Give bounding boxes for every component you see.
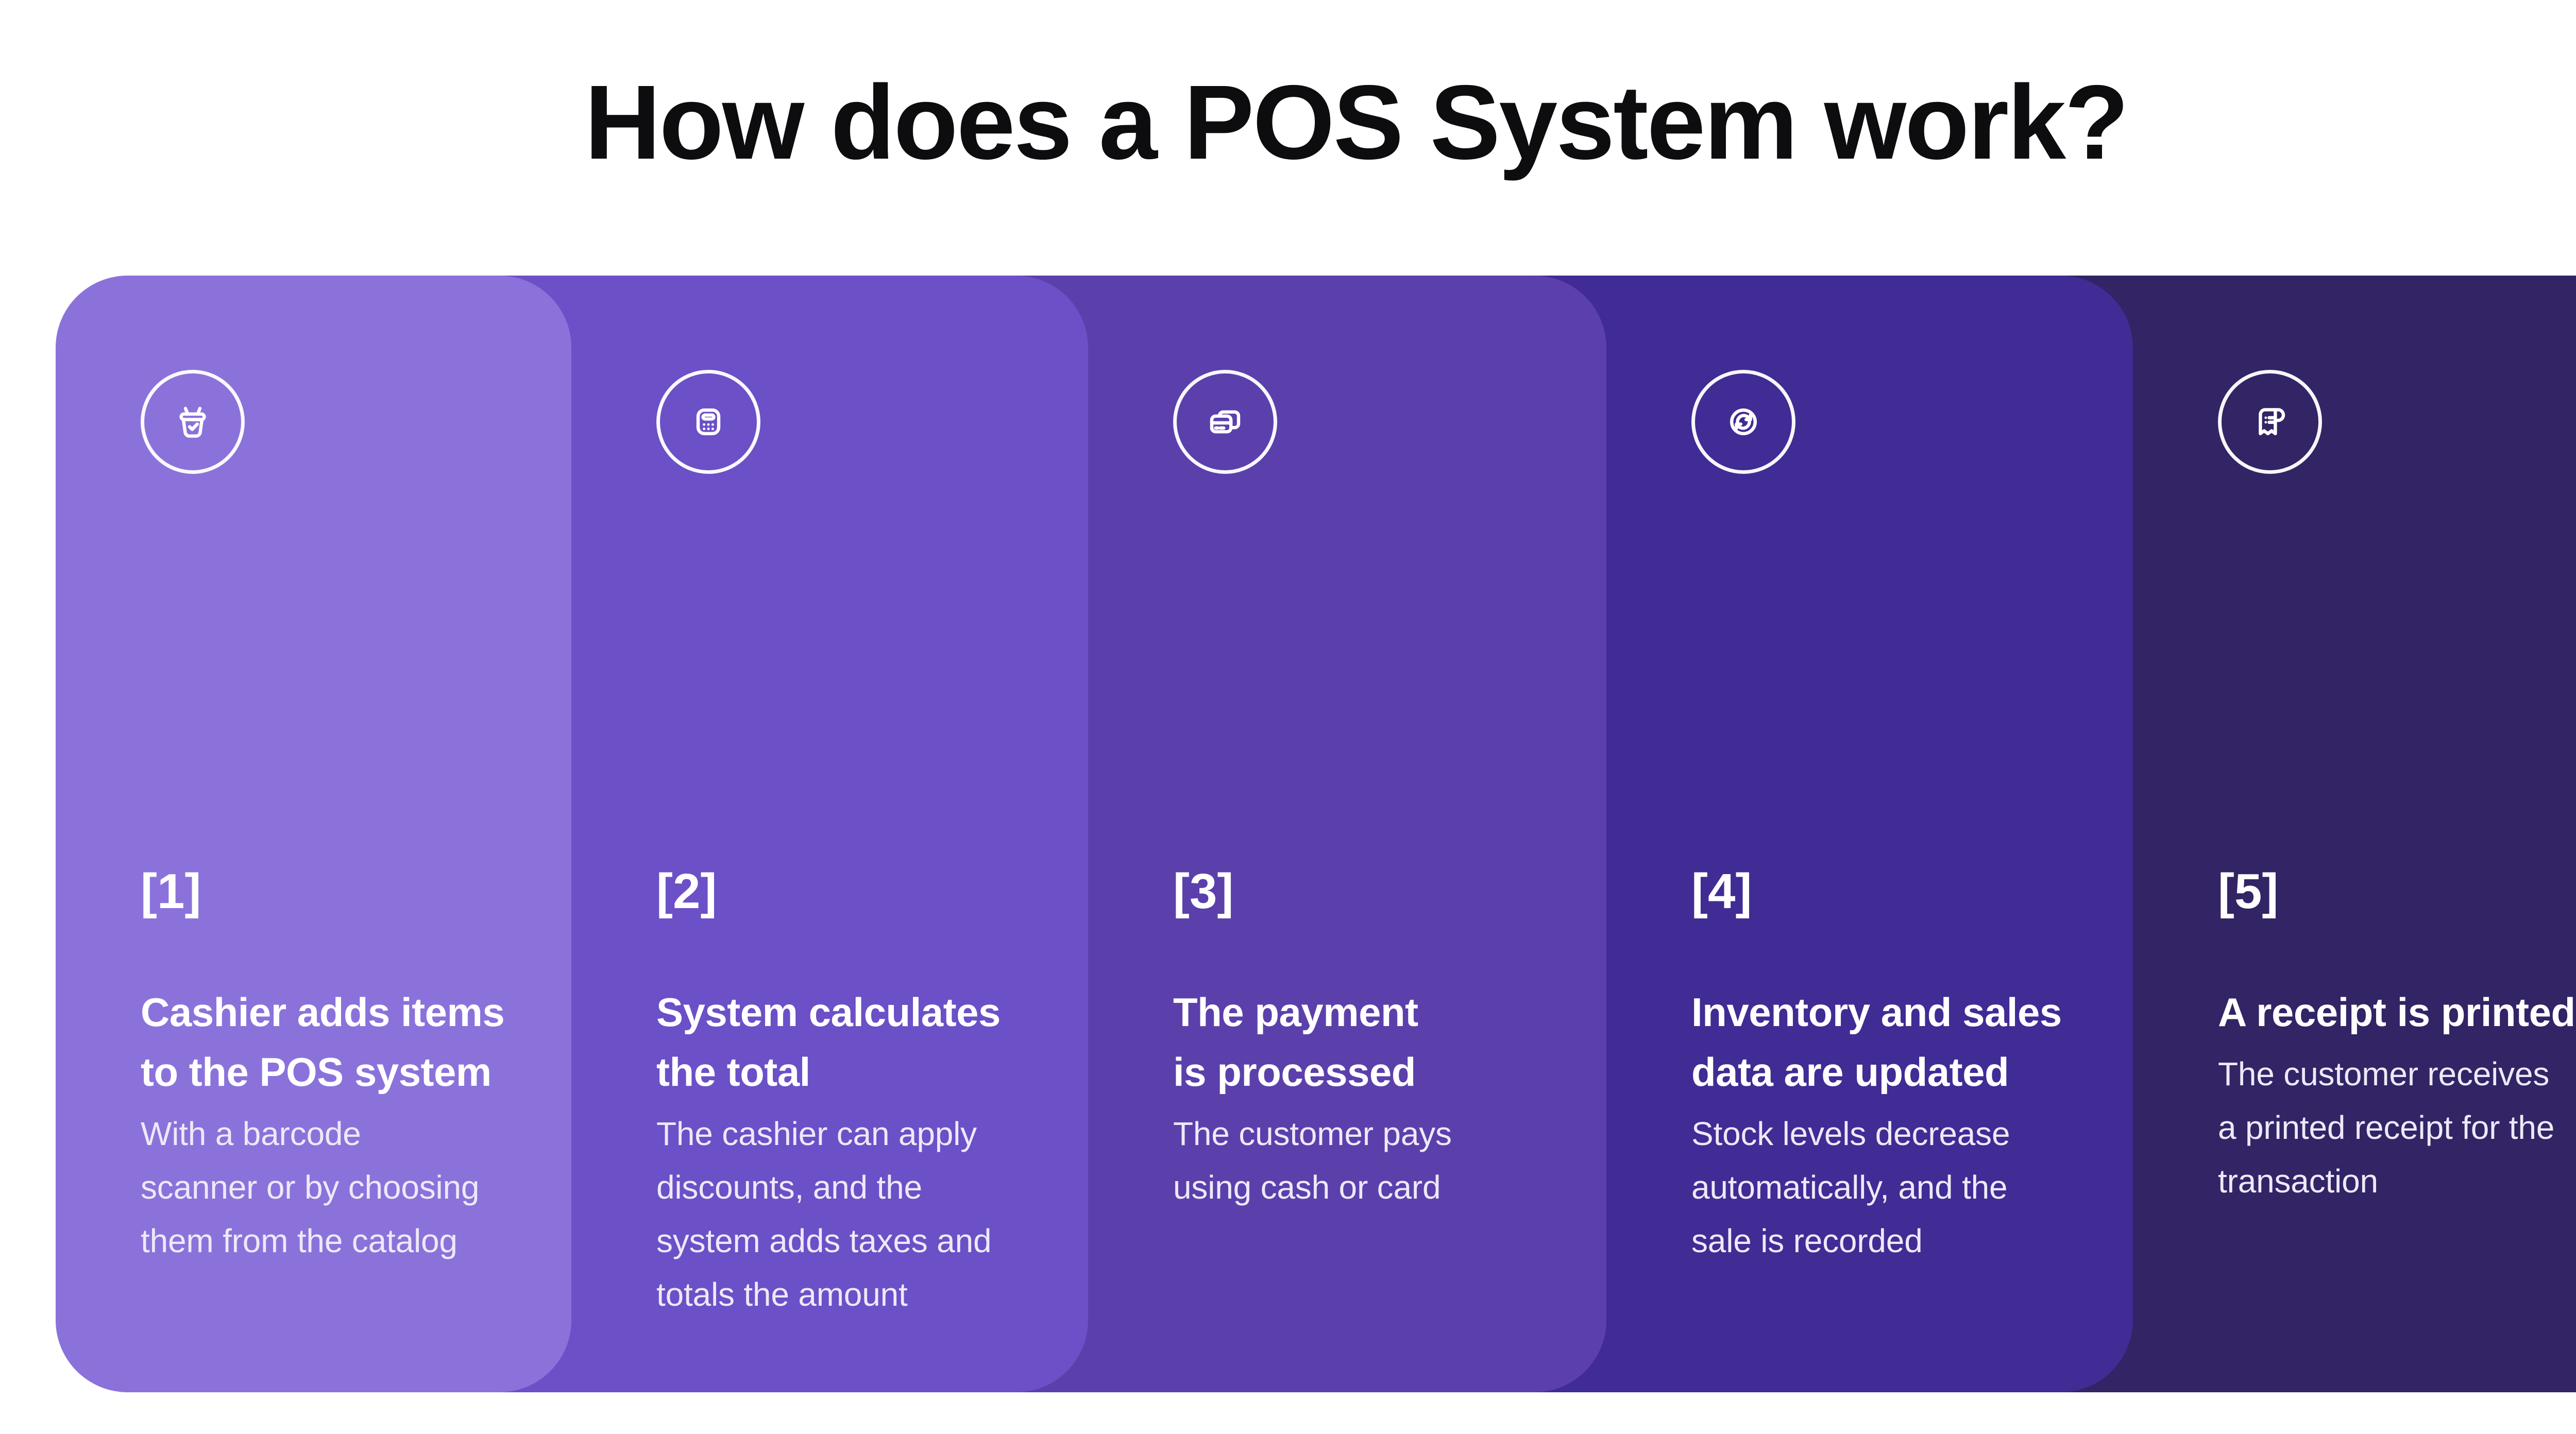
icon-circle [656, 370, 760, 474]
step-content: [4] Inventory and sales data are updated… [1691, 867, 2134, 1268]
step-body: Stock levels decrease automatically, and… [1691, 1115, 2010, 1259]
steps-row: [1] Cashier adds items to the POS system… [0, 276, 2576, 1392]
calculator-icon [696, 408, 721, 435]
step-body: The cashier can apply discounts, and the… [656, 1115, 992, 1313]
step-number: [2] [656, 864, 717, 919]
step-content: [1] Cashier adds items to the POS system… [141, 867, 584, 1268]
receipt-icon [2259, 408, 2285, 435]
page-title: How does a POS System work? [584, 63, 2129, 181]
credit-cards-icon [1210, 410, 1241, 434]
step-number: [3] [1173, 864, 1234, 919]
step-heading: Cashier adds items to the POS system [141, 989, 505, 1095]
sync-icon [1730, 408, 1757, 435]
step-heading: The payment is processed [1173, 989, 1418, 1095]
step-number: [4] [1691, 864, 1752, 919]
step-body: The customer pays using cash or card [1173, 1115, 1452, 1206]
icon-circle [2218, 370, 2322, 474]
basket-check-icon [179, 406, 206, 438]
icon-circle [1173, 370, 1277, 474]
step-heading: A receipt is printed [2218, 989, 2575, 1035]
step-number: [1] [141, 864, 201, 919]
step-heading: System calculates the total [656, 989, 1001, 1095]
icon-circle [1691, 370, 1795, 474]
step-number: [5] [2218, 864, 2279, 919]
step-content: [3] The payment is processed The custome… [1173, 867, 1616, 1214]
step-body: The customer receives a printed receipt … [2218, 1055, 2555, 1200]
step-card-1: [1] Cashier adds items to the POS system… [56, 276, 571, 1392]
step-content: [5] A receipt is printed The customer re… [2218, 867, 2576, 1208]
step-heading: Inventory and sales data are updated [1691, 989, 2062, 1095]
step-body: With a barcode scanner or by choosing th… [141, 1115, 480, 1259]
step-content: [2] System calculates the total The cash… [656, 867, 1099, 1321]
icon-circle [141, 370, 245, 474]
